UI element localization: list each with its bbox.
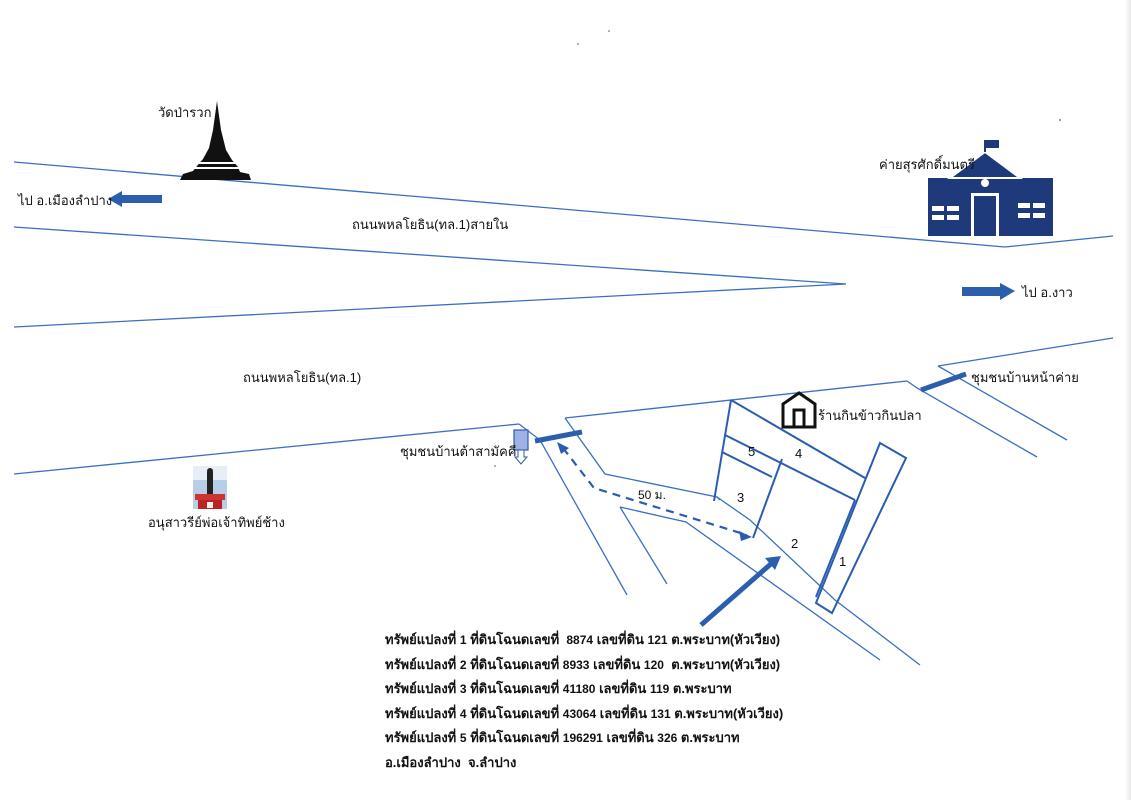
plot-5-bottom (721, 451, 773, 478)
monument-label: อนุสาวรีย์พ่อเจ้าทิพย์ช้าง (148, 515, 285, 530)
legend-row: ทรัพย์แปลงที่ 4 ที่ดินโฉนดเลขที่ 43064 เ… (385, 705, 784, 721)
arrow-east-icon (962, 283, 1015, 300)
camp-building-icon (928, 140, 1053, 236)
route-dashed (562, 447, 748, 537)
scan-speck (494, 465, 496, 467)
temple-label: วัดป่ารวก (158, 105, 212, 120)
monument-photo-icon (193, 466, 227, 509)
legend-row: ทรัพย์แปลงที่ 5 ที่ดินโฉนดเลขที่ 196291 … (385, 730, 740, 745)
community-west-label: ชุมชนบ้านต้าสามัคคี (400, 444, 517, 459)
scan-edge (1125, 0, 1131, 800)
plot-1-outline (814, 441, 908, 615)
inner-road-east-edge (1004, 235, 1114, 248)
community-east-label: ชุมชนบ้านหน้าค่าย (971, 370, 1079, 385)
soi-marker-west (534, 429, 583, 444)
soi-main-lower (716, 496, 921, 666)
scan-speck (577, 43, 579, 45)
soi-marker-east (920, 371, 967, 393)
plot-boundary-outer (713, 399, 732, 502)
plot-4-top (730, 399, 866, 479)
restaurant-house-icon (781, 391, 817, 429)
arrow-west-icon (108, 191, 162, 207)
signpost-icon (513, 429, 529, 465)
legend-row: ทรัพย์แปลงที่ 3 ที่ดินโฉนดเลขที่ 41180 เ… (385, 681, 732, 696)
inner-road-label: ถนนพหลโยธิน(ทล.1)สายใน (352, 217, 509, 232)
plot-4-bottom (724, 434, 856, 501)
distance-label: 50 ม. (638, 488, 666, 502)
inner-road-south-wedge (13, 226, 847, 328)
soi-west-left (518, 423, 628, 596)
inner-road-north-edge (13, 161, 1006, 248)
legend-row: ทรัพย์แปลงที่ 2 ที่ดินโฉนดเลขที่ 8933 เล… (385, 656, 781, 672)
plot-number-2: 2 (791, 536, 799, 551)
restaurant-label: ร้านกินข้าวกินปลา (818, 408, 922, 423)
soi-branch (619, 506, 668, 585)
main-road-label: ถนนพหลโยธิน(ทล.1) (243, 370, 362, 385)
plot-2-right (815, 499, 856, 598)
main-road-south-edge (13, 423, 520, 475)
camp-label: ค่ายสุรศักดิ์มนตรี (879, 157, 975, 172)
plots (713, 399, 908, 615)
plot-3-right (752, 458, 783, 539)
east-soi-left (906, 380, 1038, 458)
main-road-mid-edge (564, 380, 908, 419)
plot-number-1: 1 (839, 554, 847, 569)
plot-number-4: 4 (795, 446, 803, 461)
plot-legend: ทรัพย์แปลงที่ 1 ที่ดินโฉนดเลขที่ 8874 เล… (385, 628, 783, 775)
legend-footer: อ.เมืองลำปาง จ.ลำปาง (385, 754, 517, 770)
main-road-east-edge (937, 337, 1114, 367)
direction-west-label: ไป อ.เมืองลำปาง (18, 193, 113, 208)
plot-number-3: 3 (737, 490, 745, 505)
soi-branch-top (619, 506, 881, 661)
route-arrowhead-end (739, 531, 752, 541)
pointer-arrowhead (765, 556, 781, 570)
route-arrowhead-start (557, 442, 569, 454)
plot-number-5: 5 (748, 444, 756, 459)
pointer-arrow-shaft (699, 561, 774, 627)
legend-row: ทรัพย์แปลงที่ 1 ที่ดินโฉนดเลขที่ 8874 เล… (385, 632, 781, 647)
direction-east-label: ไป อ.งาว (1022, 285, 1073, 300)
scan-speck (1059, 119, 1061, 121)
temple-stupa-icon (180, 101, 251, 180)
scan-speck (608, 30, 610, 32)
